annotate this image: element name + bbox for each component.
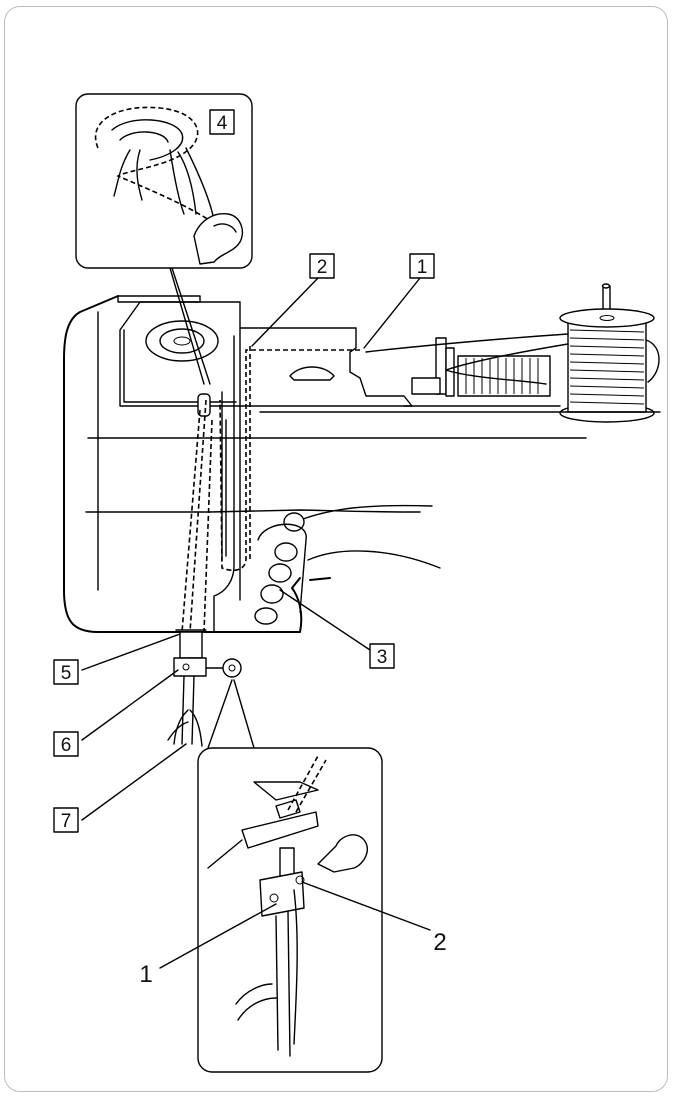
svg-text:7: 7: [61, 811, 72, 832]
svg-text:5: 5: [61, 663, 72, 684]
detail-label-2: 2: [433, 929, 446, 956]
thread-path: [181, 333, 569, 633]
thread-spool: [559, 283, 660, 423]
label-6: 6: [53, 731, 79, 757]
label-7: 7: [53, 807, 79, 833]
label-3: 3: [369, 643, 395, 669]
page-frame: [4, 6, 668, 1092]
inset-guide-threading: 4: [75, 93, 253, 385]
control-buttons: [254, 512, 307, 625]
label-box-4: [209, 109, 235, 135]
label-5: 5: [53, 659, 79, 685]
needle-clamp: [167, 631, 242, 747]
svg-text:2: 2: [317, 257, 328, 278]
inset-needle-detail: [159, 679, 431, 1073]
svg-text:1: 1: [417, 257, 428, 278]
label-1: 1: [409, 253, 435, 279]
label-4: 4: [217, 113, 228, 134]
svg-text:6: 6: [61, 735, 72, 756]
label-2: 2: [309, 253, 335, 279]
svg-text:3: 3: [377, 647, 388, 668]
detail-label-1: 1: [139, 961, 152, 988]
callout-lines: [81, 277, 421, 821]
